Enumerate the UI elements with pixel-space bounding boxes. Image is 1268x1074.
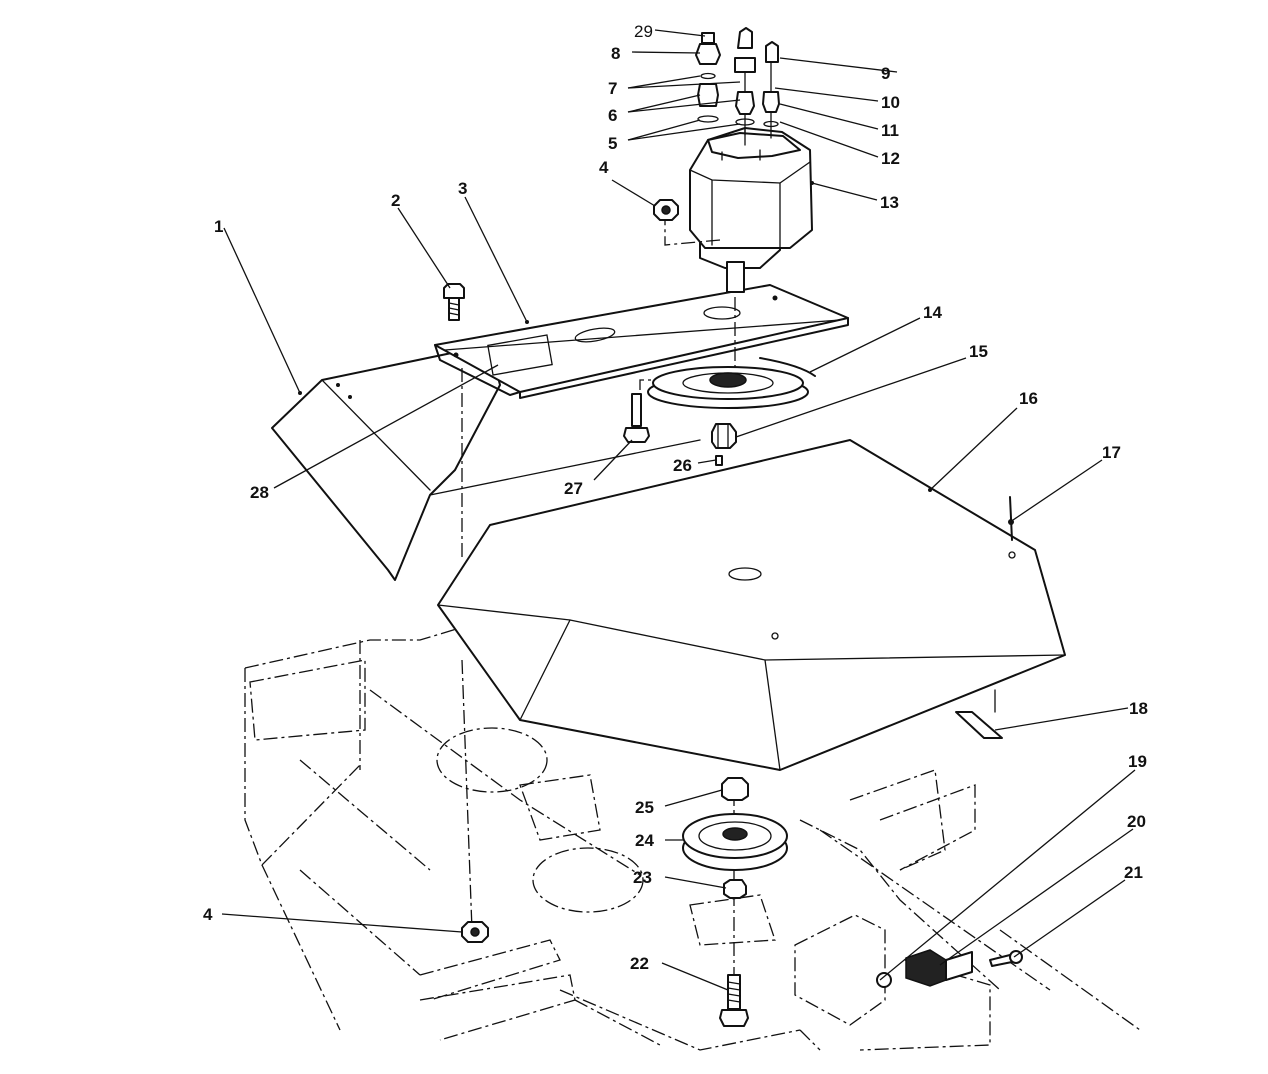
callout-23: 23 [633,868,652,887]
switch-part-20 [905,949,973,987]
callout-21: 21 [1124,863,1143,882]
bracket-part-18 [955,689,1003,739]
callout-11: 11 [881,121,899,140]
cover-part-16 [437,439,1066,771]
callout-25: 25 [635,798,654,817]
callout-6: 6 [608,106,617,125]
callout-24: 24 [635,831,654,850]
callout-3: 3 [458,179,467,198]
nut-part-19 [876,972,892,988]
callout-labels: 1 2 3 4 4 5 6 7 8 29 9 10 11 12 13 14 15… [203,22,1148,973]
leader-lines [221,29,1136,991]
screw-part-21 [989,950,1023,967]
callout-4-lower: 4 [203,905,213,924]
callout-18: 18 [1129,699,1148,718]
callout-16: 16 [1019,389,1038,408]
callout-5: 5 [608,134,617,153]
pulley-part-14 [647,357,816,409]
callout-12: 12 [881,149,900,168]
bolt-part-2 [443,283,465,321]
callout-13: 13 [880,193,899,212]
pin-part-17 [1008,496,1014,541]
pulley-part-24 [682,813,788,871]
bolt-part-22 [719,974,749,1027]
callout-4-upper: 4 [599,158,609,177]
callout-10: 10 [881,93,900,112]
nut-part-4-lower [461,921,489,943]
mounting-plate-part-3 [434,284,849,399]
callout-22: 22 [630,954,649,973]
callout-8: 8 [611,44,620,63]
nut-part-4-upper [653,199,679,221]
callout-1: 1 [214,217,223,236]
callout-19: 19 [1128,752,1147,771]
callout-17: 17 [1102,443,1121,462]
callout-9: 9 [881,64,890,83]
fittings-stack [695,27,780,139]
callout-2: 2 [391,191,400,210]
base-frame [244,624,1141,1051]
callout-7: 7 [608,79,617,98]
washer-part-26 [715,455,723,466]
callout-26: 26 [673,456,692,475]
callout-15: 15 [969,342,988,361]
bolt-part-27 [623,393,650,443]
gearbox-motor-part-13 [689,127,813,293]
callout-14: 14 [923,303,942,322]
spacer-part-23 [723,879,747,899]
callout-20: 20 [1127,812,1146,831]
callout-27: 27 [564,479,583,498]
nut-part-25 [721,777,749,801]
nut-part-15 [711,423,737,449]
callout-28: 28 [250,483,269,502]
callout-29: 29 [634,22,653,41]
side-shield-part-1 [271,344,701,581]
